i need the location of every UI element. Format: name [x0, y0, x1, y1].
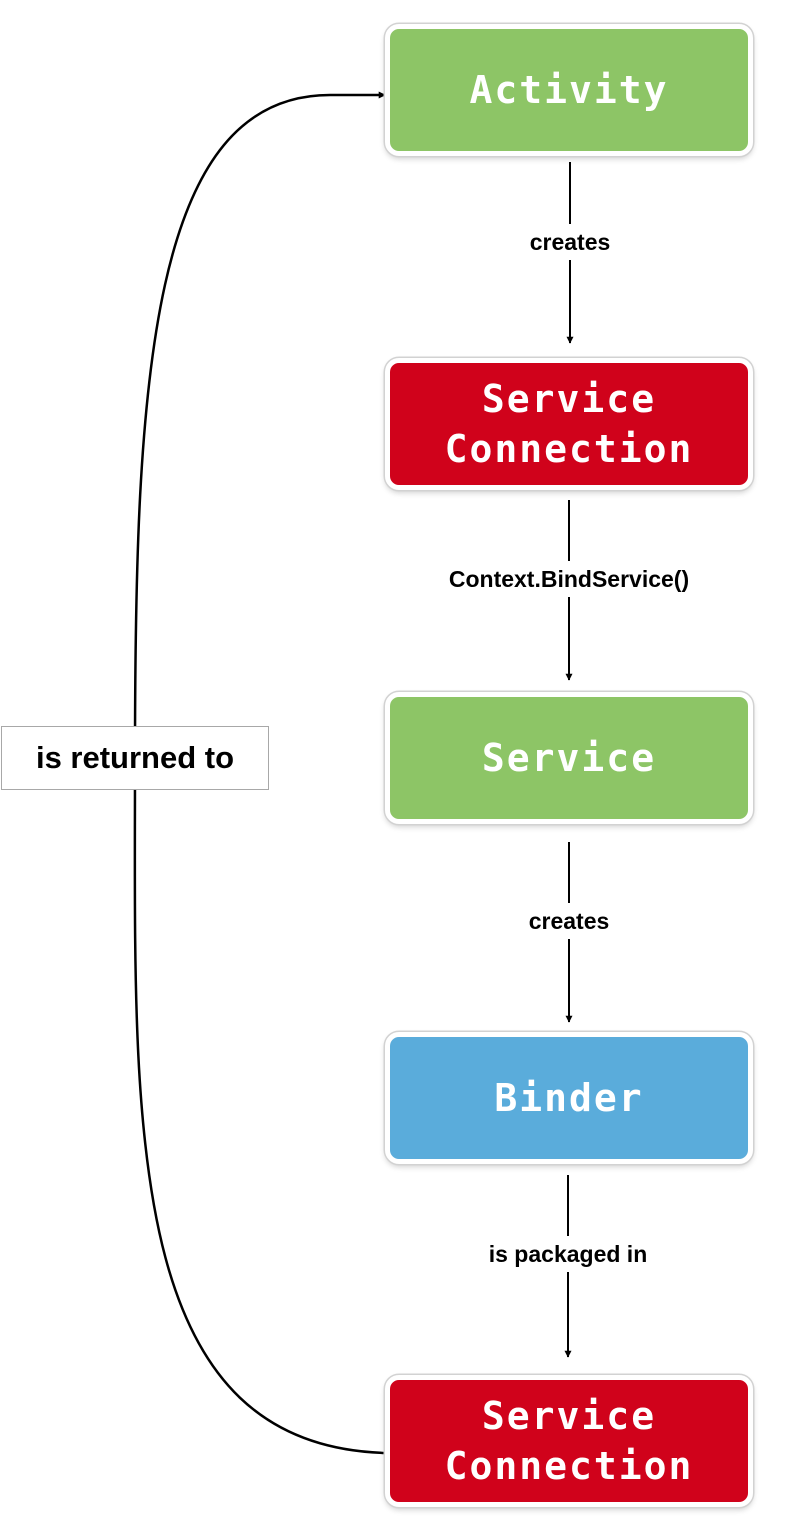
edge-label-packaged: is packaged in: [368, 1236, 768, 1272]
node-activity: Activity: [385, 24, 753, 156]
node-service-connection-returned-label: Service Connection: [444, 1394, 694, 1488]
node-service-connection-returned: Service Connection: [385, 1375, 753, 1507]
edge-label-creates-text: creates: [525, 229, 615, 255]
edge-label-creates: creates: [370, 224, 770, 260]
node-binder: Binder: [385, 1032, 753, 1164]
node-service-connection-label: Service Connection: [444, 377, 694, 471]
edge-label-creates-binder: creates: [369, 903, 769, 939]
edge-label-bind-service-text: Context.BindService(): [444, 566, 694, 592]
return-edge-label: is returned to: [1, 726, 269, 790]
edge-label-creates-binder-text: creates: [524, 908, 614, 934]
node-service: Service: [385, 692, 753, 824]
edge-label-bind-service: Context.BindService(): [369, 561, 769, 597]
node-service-label: Service: [481, 736, 657, 780]
node-binder-label: Binder: [494, 1076, 644, 1120]
edge-label-packaged-text: is packaged in: [484, 1241, 652, 1267]
node-activity-label: Activity: [469, 68, 669, 112]
node-service-connection: Service Connection: [385, 358, 753, 490]
